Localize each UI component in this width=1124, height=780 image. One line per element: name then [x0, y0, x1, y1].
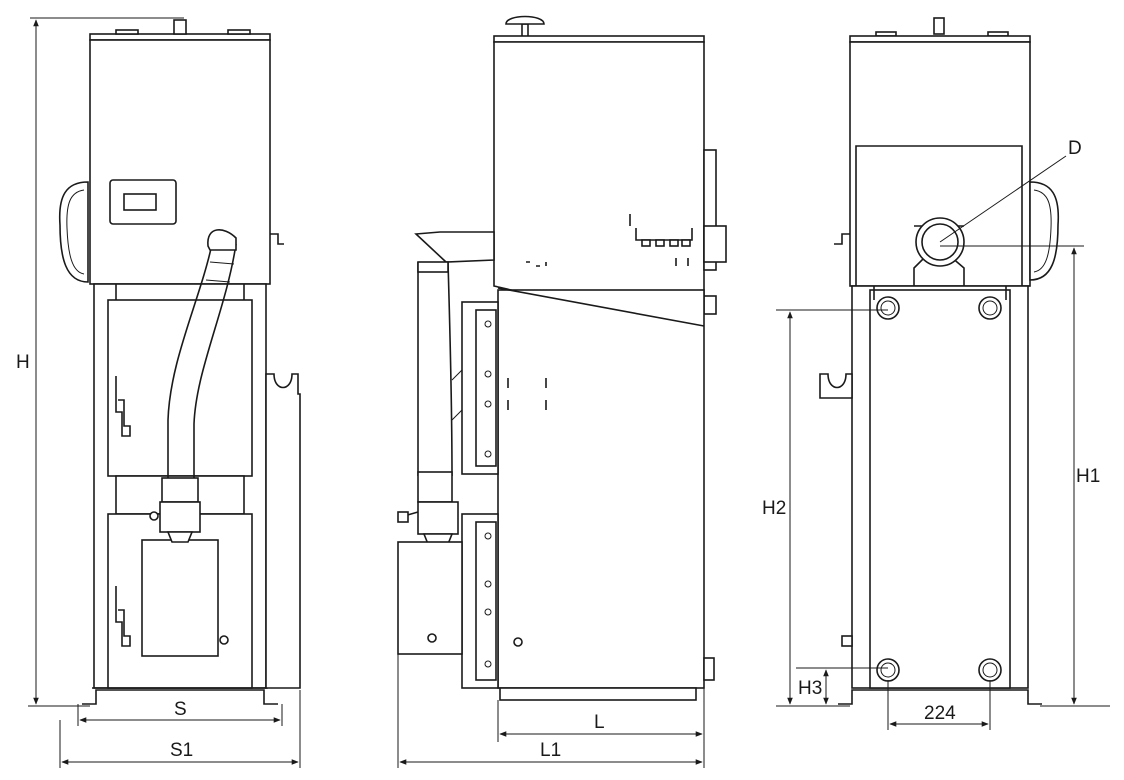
feed-tube [167, 243, 213, 478]
side-lower-body [497, 289, 705, 689]
side-feed-elbow [414, 231, 495, 263]
rear-dimensions: D H1 H2 H3 224 [762, 138, 1110, 730]
front-dimensions: H S S1 [16, 17, 301, 768]
side-lid-knob [505, 15, 545, 25]
front-lower-door-latch [115, 586, 131, 647]
rear-connection-top-left [876, 296, 900, 320]
burner-box [141, 539, 219, 657]
control-display [123, 193, 157, 211]
rear-view [819, 17, 1060, 705]
dimension-l1-label: L1 [540, 740, 561, 761]
rear-base [838, 689, 1042, 705]
dimension-l-label: L [594, 712, 605, 733]
dimension-224-label: 224 [924, 703, 956, 724]
dimension-h1-label: H1 [1076, 466, 1100, 487]
front-upper-door-latch [115, 376, 131, 437]
dimension-h-label: H [16, 352, 30, 373]
front-lid-knob [173, 19, 187, 35]
front-side-bracket [265, 373, 301, 689]
dimension-d-leader [939, 155, 1067, 243]
side-burner-neck [417, 501, 459, 535]
rear-handle [1029, 181, 1060, 281]
rear-connection-bottom-right [978, 658, 1002, 682]
front-upper-door [107, 299, 253, 477]
rear-side-bracket [819, 373, 853, 399]
burner-neck [159, 501, 201, 533]
dimension-d-label: D [1068, 138, 1082, 159]
dimension-h2-label: H2 [762, 498, 786, 519]
side-view [397, 15, 727, 701]
front-view [58, 19, 301, 705]
rear-connection-bottom-left [876, 658, 900, 682]
front-lid [89, 33, 271, 41]
front-base [82, 689, 278, 705]
rear-connection-top-right [978, 296, 1002, 320]
front-handle [58, 181, 89, 283]
side-base [499, 687, 697, 701]
side-hopper [493, 41, 705, 322]
dimension-h3-label: H3 [798, 678, 822, 699]
dimension-s1-label: S1 [170, 740, 193, 761]
side-dimensions: L L1 [397, 654, 705, 768]
front-hopper [89, 39, 271, 285]
dimension-s-label: S [174, 699, 187, 720]
